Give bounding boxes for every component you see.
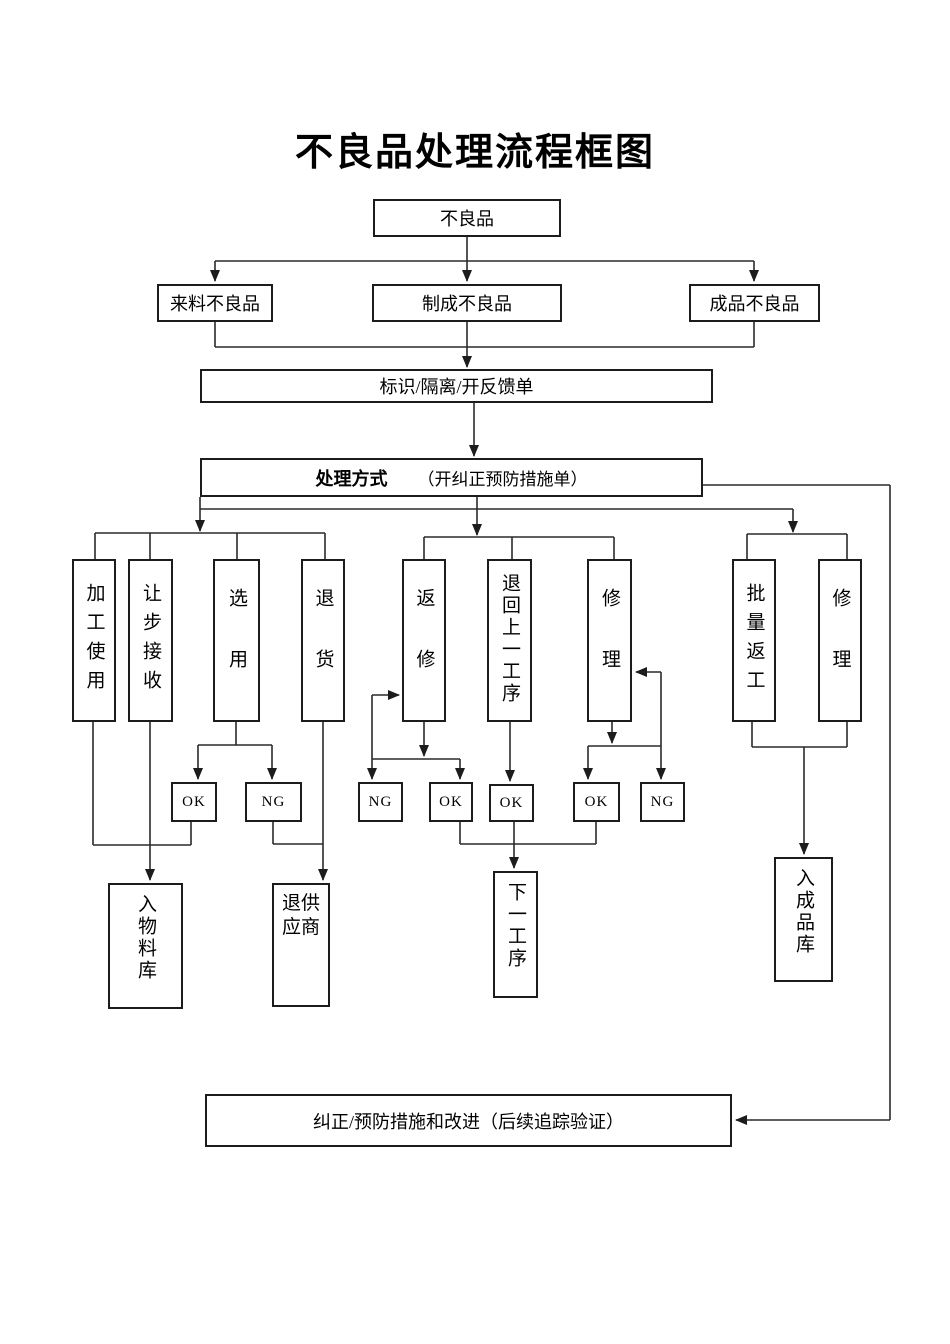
option-process-use: 加工使用 xyxy=(72,559,116,722)
option-label: 退货 xyxy=(312,588,334,710)
option-label: 修理 xyxy=(829,588,851,710)
check-ok-sort: OK xyxy=(171,782,217,822)
check-ok-return-previous: OK xyxy=(489,784,534,822)
option-label: 返修 xyxy=(413,588,435,710)
handling-label: 处理方式 xyxy=(315,468,388,489)
option-repair-2: 修理 xyxy=(818,559,862,722)
option-label: 修理 xyxy=(599,588,620,710)
option-repair: 修理 xyxy=(587,559,632,722)
node-defective: 不良品 xyxy=(373,199,561,237)
option-label: 加工使用 xyxy=(83,583,105,699)
node-inprocess-defective: 制成不良品 xyxy=(372,284,562,322)
node-material-warehouse: 入物料库 xyxy=(108,883,183,1009)
check-ng-sort: NG xyxy=(245,782,302,822)
node-next-process: 下一工序 xyxy=(493,871,538,998)
node-return-supplier: 退供应商 xyxy=(272,883,330,1007)
option-return-goods: 退货 xyxy=(301,559,345,722)
node-corrective-action: 纠正/预防措施和改进（后续追踪验证） xyxy=(205,1094,732,1147)
handling-note: （开纠正预防措施单） xyxy=(417,470,588,489)
option-return-previous-process: 退回上一工序 xyxy=(487,559,532,722)
option-label: 批量返工 xyxy=(743,583,765,699)
option-label: 选用 xyxy=(226,588,247,710)
dest-label: 入成品库 xyxy=(793,868,814,956)
option-batch-rework: 批量返工 xyxy=(732,559,776,722)
option-label: 退回上一工序 xyxy=(499,573,520,705)
check-ng-rework: NG xyxy=(358,782,403,822)
check-ok-repair: OK xyxy=(573,782,620,822)
dest-label: 退供应商 xyxy=(281,893,320,938)
node-finished-warehouse: 入成品库 xyxy=(774,857,833,982)
node-incoming-defective: 来料不良品 xyxy=(157,284,273,322)
option-sort-use: 选用 xyxy=(213,559,260,722)
option-concession-accept: 让步接收 xyxy=(128,559,173,722)
page-title: 不良品处理流程框图 xyxy=(294,132,655,174)
check-ng-repair: NG xyxy=(640,782,685,822)
node-handling-method: 处理方式 （开纠正预防措施单） xyxy=(200,458,703,497)
option-rework: 返修 xyxy=(402,559,446,722)
node-finished-defective: 成品不良品 xyxy=(689,284,820,322)
option-label: 让步接收 xyxy=(140,583,161,699)
check-ok-rework: OK xyxy=(429,782,473,822)
dest-label: 入物料库 xyxy=(135,894,156,982)
dest-label: 下一工序 xyxy=(505,882,526,970)
node-identify-isolate: 标识/隔离/开反馈单 xyxy=(200,369,713,403)
handling-text: 处理方式 （开纠正预防措施单） xyxy=(316,465,588,491)
